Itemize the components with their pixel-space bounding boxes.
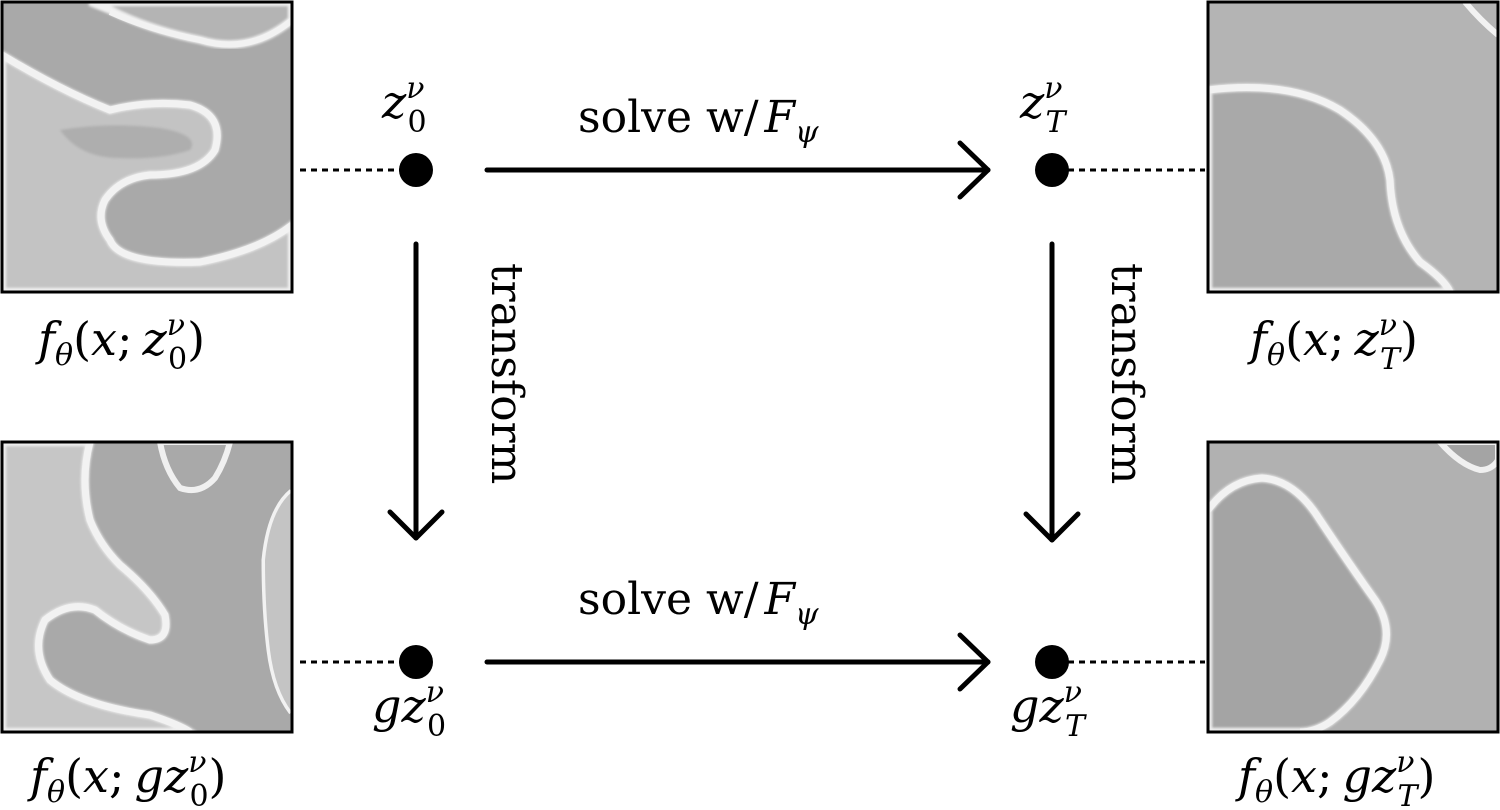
field-panel-z0 [0, 0, 294, 294]
transform-label-left: transform [481, 263, 532, 484]
node-gzT [1035, 645, 1069, 679]
node-gz0 [399, 645, 433, 679]
arrow-transform-right [1023, 241, 1081, 543]
node-z0 [399, 153, 433, 187]
transform-label-right: transform [1101, 263, 1152, 484]
field-panel-zT [1206, 0, 1500, 294]
solve-label-bottom: solve w/Fψ [578, 574, 819, 632]
arrow-transform-left [387, 241, 445, 541]
arrow-solve-bottom [484, 632, 991, 692]
solve-label-text: solve w/ [578, 92, 759, 143]
arrow-solve-top [484, 140, 991, 200]
node-zT [1035, 153, 1069, 187]
field-panel-gz0 [0, 440, 294, 734]
solve-label-top: solve w/Fψ [578, 92, 819, 150]
field-panel-gzT [1206, 440, 1500, 734]
solve-label-text: solve w/ [578, 574, 759, 625]
